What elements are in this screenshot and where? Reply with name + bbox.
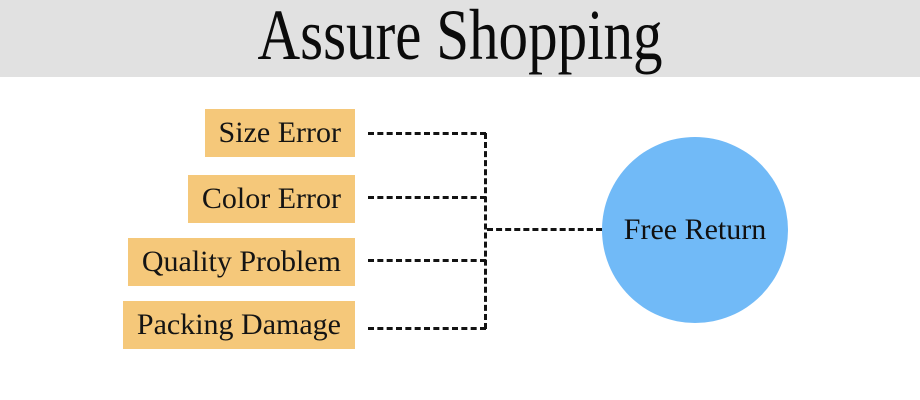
connector-stem-line bbox=[487, 228, 602, 231]
cause-box-color-error: Color Error bbox=[187, 175, 355, 223]
connector-trunk-line bbox=[484, 133, 487, 329]
free-return-circle: Free Return bbox=[602, 137, 788, 323]
connector-line-color-error bbox=[368, 196, 486, 199]
connector-line-packing-damage bbox=[368, 327, 486, 330]
cause-box-quality-problem: Quality Problem bbox=[127, 238, 355, 286]
connector-line-size-error bbox=[368, 132, 486, 135]
page-title: Assure Shopping bbox=[257, 0, 663, 75]
free-return-label: Free Return bbox=[623, 213, 767, 246]
cause-box-packing-damage: Packing Damage bbox=[122, 301, 355, 349]
connector-line-quality-problem bbox=[368, 259, 486, 262]
header-banner: Assure Shopping bbox=[0, 0, 920, 77]
cause-box-size-error: Size Error bbox=[204, 109, 355, 157]
